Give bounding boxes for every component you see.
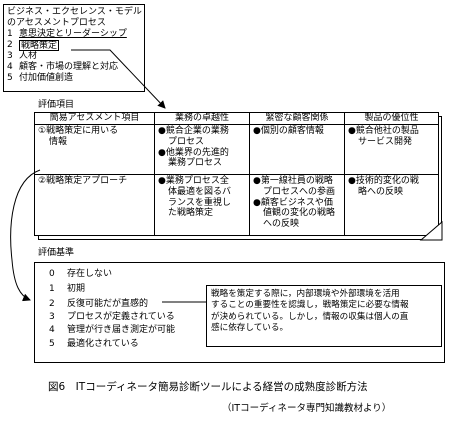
row1-item: ①戦略策定に用いる 情報: [34, 124, 155, 175]
level-2-description-box: 戦略を策定する際に，内部環境や外部環境を活用 することの重要性を認識し，戦略策定…: [206, 285, 442, 347]
row1-product: ●競合他社の製品 サービス開発: [344, 124, 439, 175]
criteria-label: 評価基準: [38, 248, 75, 258]
figure-source: （ITコーディネータ専門知識教材より）: [222, 403, 392, 414]
row1-customer: ●個別の顧客情報: [249, 124, 345, 175]
model-item-5: 5 付加価値創造: [7, 73, 74, 83]
header-product-leadership: 製品の優位性: [344, 112, 439, 125]
model-item-4: 4 顧客・市場の理解と対応: [7, 62, 119, 72]
table-row: ②戦略策定アプローチ ●業務プロセス全 体最適を図るバ ランスを重視し た戦略策…: [34, 174, 439, 236]
row2-item: ②戦略策定アプローチ: [34, 174, 155, 236]
model-title-line1: ビジネス・エクセレンス・モデル: [7, 7, 142, 17]
model-item-2: 2 戦略策定: [7, 40, 60, 51]
row2-excellence: ●業務プロセス全 体最適を図るバ ランスを重視し た戦略策定: [154, 174, 250, 236]
table-row: ①戦略策定に用いる 情報 ●競合企業の業務 プロセス ●他業界の先進的 業務プロ…: [34, 124, 439, 175]
evaluation-table: 簡易アセスメント項目 業務の卓越性 緊密な顧客関係 製品の優位性 ①戦略策定に用…: [34, 112, 439, 236]
header-assessment-item: 簡易アセスメント項目: [34, 112, 155, 125]
table-header-row: 簡易アセスメント項目 業務の卓越性 緊密な顧客関係 製品の優位性: [34, 112, 439, 125]
model-item-1: 1 意思決定とリーダーシップ: [7, 29, 127, 39]
highlighted-strategy-item: 戦略策定: [19, 40, 60, 51]
row2-product: ●技術的変化の戦 略への反映: [344, 174, 439, 236]
header-customer-intimacy: 緊密な顧客関係: [249, 112, 345, 125]
row1-excellence: ●競合企業の業務 プロセス ●他業界の先進的 業務プロセス: [154, 124, 250, 175]
figure-caption: 図6 ITコーディネータ簡易診断ツールによる経営の成熟度診断方法: [48, 381, 368, 393]
row2-customer: ●第一線社員の戦略 プロセスへの参画 ●顧客ビジネスや価 値観の変化の戦略 への…: [249, 174, 345, 236]
header-operational-excellence: 業務の卓越性: [154, 112, 250, 125]
model-item-3: 3 人材: [7, 51, 38, 61]
model-title-line2: のアセスメントプロセス: [7, 18, 106, 28]
evaluation-table-container: 簡易アセスメント項目 業務の卓越性 緊密な顧客関係 製品の優位性 ①戦略策定に用…: [34, 112, 442, 240]
assessment-process-box: ビジネス・エクセレンス・モデル のアセスメントプロセス 1 意思決定とリーダーシ…: [3, 4, 145, 92]
evaluation-label: 評価項目: [38, 100, 75, 110]
